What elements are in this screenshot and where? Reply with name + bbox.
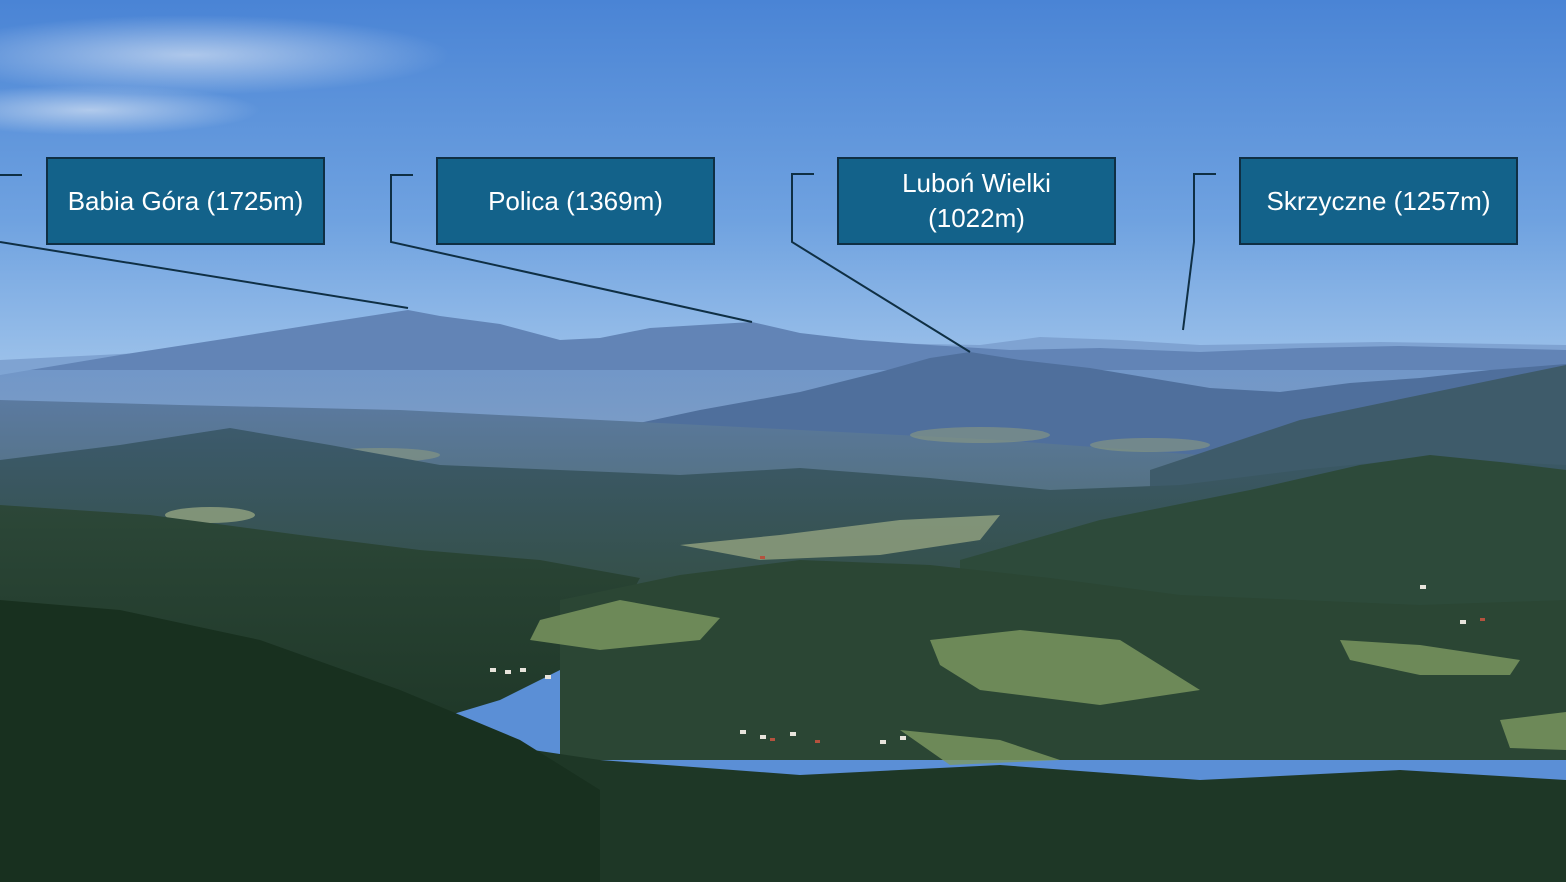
label-lubon-wielki: Luboń Wielki (1022m): [837, 157, 1116, 245]
label-lubon-height: (1022m): [928, 203, 1025, 233]
cloud: [0, 85, 260, 135]
label-skrzyczne-text: Skrzyczne (1257m): [1266, 185, 1491, 216]
leader-line-lubon: [791, 173, 971, 353]
label-lubon-name: Luboń Wielki: [902, 168, 1051, 198]
leader-lines: [0, 173, 1216, 353]
label-babia-text: Babia Góra (1725m): [67, 185, 304, 216]
label-polica: Polica (1369m): [436, 157, 715, 245]
village-houses: [490, 585, 1466, 744]
label-babia-gora: Babia Góra (1725m): [46, 157, 325, 245]
foreground-forest-dark: [0, 600, 600, 882]
label-skrzyczne: Skrzyczne (1257m): [1239, 157, 1518, 245]
leader-line-skrzyczne: [1182, 173, 1216, 331]
leader-line-babia-peak: [0, 241, 409, 309]
leader-line-polica: [390, 174, 753, 323]
foreground-meadows: [530, 600, 1566, 765]
cloud: [0, 15, 450, 95]
label-polica-text: Polica (1369m): [488, 185, 663, 216]
right-forest-ridge: [960, 455, 1566, 620]
village-roofs: [760, 556, 1485, 743]
